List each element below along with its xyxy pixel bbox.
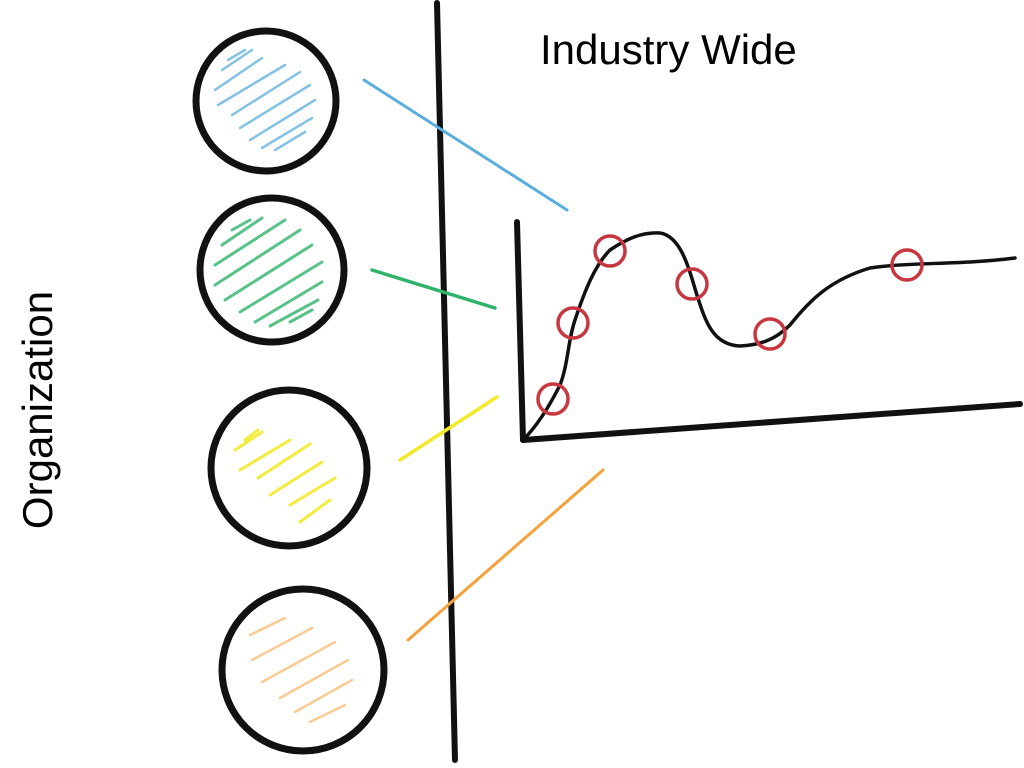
orange-scribble-circle xyxy=(218,585,388,755)
divider-line xyxy=(434,0,458,763)
yellow-connector-line xyxy=(398,395,499,462)
marker-circle-5 xyxy=(753,317,787,351)
marker-circle-2 xyxy=(556,306,590,340)
orange-connector-line xyxy=(406,468,605,642)
blue-connector-line xyxy=(362,78,569,212)
marker-circle-6 xyxy=(890,248,924,282)
yellow-scribble-circle xyxy=(207,386,371,550)
graph-markers xyxy=(536,234,924,416)
graph-y-axis xyxy=(514,219,526,443)
green-scribble-circle xyxy=(196,194,348,346)
graph-curve xyxy=(521,231,1017,442)
organization-label: Organization xyxy=(14,290,61,530)
page-title: Industry Wide xyxy=(540,26,797,73)
marker-circle-3 xyxy=(593,234,627,268)
green-connector-line xyxy=(370,268,497,310)
blue-scribble-circle xyxy=(192,27,340,175)
marker-circle-1 xyxy=(536,382,570,416)
marker-circle-4 xyxy=(675,267,709,301)
graph-x-axis xyxy=(520,401,1023,443)
